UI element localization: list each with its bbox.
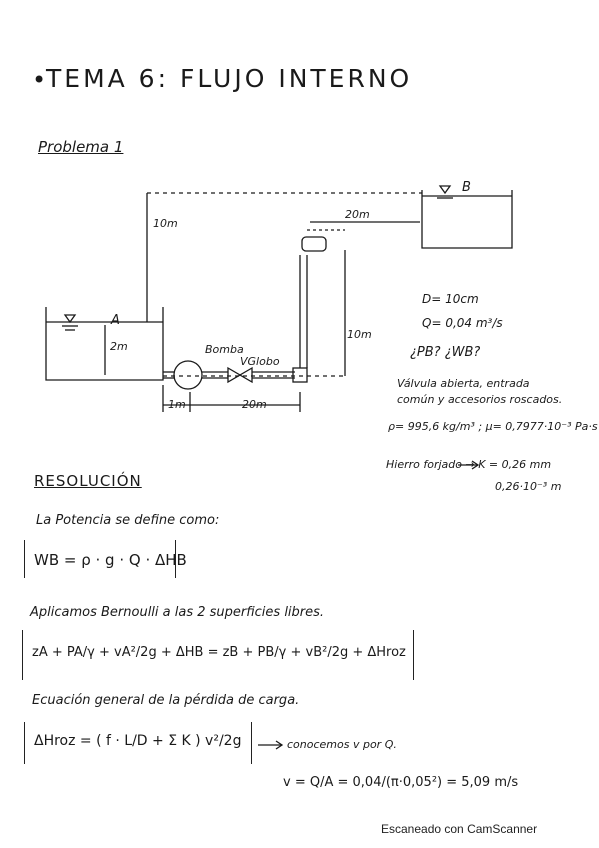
bernoulli-equation: zA + PA/γ + vA²/2g + ΔHB = zB + PB/γ + v… [32, 645, 406, 660]
bernoulli-text: Aplicamos Bernoulli a las 2 superficies … [30, 605, 325, 620]
title-bullet: • [32, 66, 47, 94]
fittings-text: común y accesorios roscados. [397, 393, 563, 406]
length-1m-label: 1m [168, 398, 186, 411]
height-10m-left-label: 10m [153, 217, 178, 230]
density-viscosity-text: ρ= 995,6 kg/m³ ; μ= 0,7977·10⁻³ Pa·s [388, 420, 598, 433]
power-definition-text: La Potencia se define como: [36, 513, 220, 528]
flow-text: Q= 0,04 m³/s [422, 316, 503, 330]
iron-roughness-value: 0,26·10⁻³ m [495, 480, 562, 493]
length-20m-top-label: 20m [345, 208, 370, 221]
pump-label: Bomba [205, 343, 244, 356]
power-equation: WB = ρ · g · Q · ΔHB [34, 551, 187, 569]
height-10m-right-label: 10m [347, 328, 372, 341]
head-loss-text: Ecuación general de la pérdida de carga. [32, 693, 300, 708]
velocity-note: conocemos v por Q. [287, 738, 397, 751]
resolution-title: RESOLUCIÓN [34, 472, 142, 490]
diameter-text: D= 10cm [422, 292, 479, 306]
eq2-brackets [22, 630, 414, 680]
velocity-equation: v = Q/A = 0,04/(π·0,05²) = 5,09 m/s [283, 775, 519, 790]
eq3-brackets [24, 722, 252, 764]
height-2m-label: 2m [110, 340, 128, 353]
question-text: ¿PB? ¿WB? [410, 345, 481, 360]
point-a-label: A [111, 313, 120, 328]
valve-label: VGlobo [240, 355, 280, 368]
point-b-label: B [462, 180, 471, 195]
problem-title: Problema 1 [38, 138, 124, 156]
length-20m-bottom-label: 20m [242, 398, 267, 411]
iron-roughness-text: Hierro forjado → K = 0,26 mm [386, 458, 552, 471]
valve-open-text: Válvula abierta, entrada [397, 377, 530, 390]
scanner-watermark: Escaneado con CamScanner [381, 822, 538, 836]
head-loss-equation: ΔHroz = ( f · L/D + Σ K ) v²/2g [34, 733, 242, 749]
eq1-brackets [24, 540, 176, 578]
page-title: TEMA 6: FLUJO INTERNO [46, 64, 413, 93]
